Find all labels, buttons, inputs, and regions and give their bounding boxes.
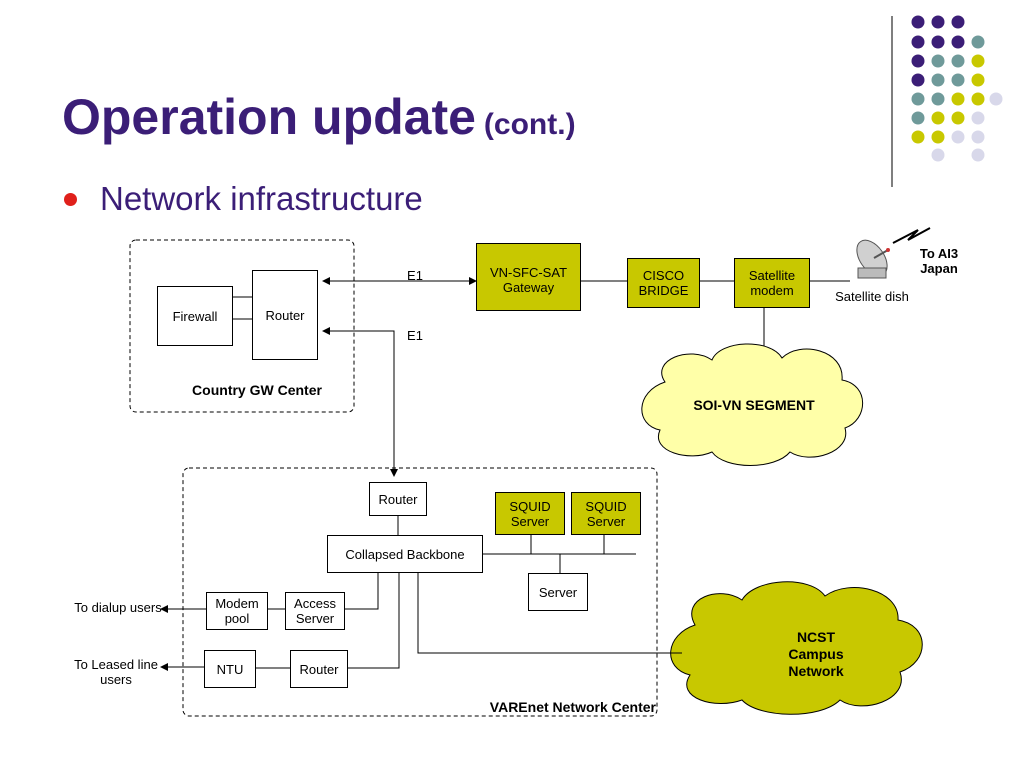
ncst-label: NCST Campus Network xyxy=(788,629,844,679)
country-gw-label: Country GW Center xyxy=(192,382,322,398)
router-varenet-bottom-box: Router xyxy=(290,650,348,688)
satellite-dish-label: Satellite dish xyxy=(835,289,909,304)
e1-bottom-label: E1 xyxy=(407,328,423,343)
soi-vn-label: SOI-VN SEGMENT xyxy=(693,397,815,413)
lightning-bolt-icon xyxy=(892,227,931,244)
collapsed-backbone-box: Collapsed Backbone xyxy=(327,535,483,573)
to-dialup-label: To dialup users xyxy=(74,600,162,615)
varenet-group xyxy=(182,467,658,717)
country-gw-group xyxy=(129,239,355,413)
vn-sfc-sat-gateway-box: VN-SFC-SAT Gateway xyxy=(476,243,581,311)
firewall-box: Firewall xyxy=(157,286,233,346)
e1-top-label: E1 xyxy=(407,268,423,283)
bullet-dot-icon xyxy=(64,193,77,206)
modem-pool-box: Modem pool xyxy=(206,592,268,630)
ntu-box: NTU xyxy=(204,650,256,688)
satellite-modem-box: Satellite modem xyxy=(734,258,810,308)
router-gw-box: Router xyxy=(252,270,318,360)
decorative-dot-grid xyxy=(911,15,1003,162)
to-ai3-label: To AI3 Japan xyxy=(919,246,959,276)
squid-server-1-box: SQUID Server xyxy=(495,492,565,535)
server-box: Server xyxy=(528,573,588,611)
cisco-bridge-box: CISCO BRIDGE xyxy=(627,258,700,308)
soi-vn-cloud xyxy=(641,343,864,466)
page-title: Operation update(cont.) xyxy=(62,88,576,146)
squid-server-2-box: SQUID Server xyxy=(571,492,641,535)
bullet-text: Network infrastructure xyxy=(100,180,423,217)
access-server-box: Access Server xyxy=(285,592,345,630)
router-varenet-top-box: Router xyxy=(369,482,427,516)
varenet-label: VAREnet Network Center xyxy=(489,699,656,715)
to-leased-label: To Leased line users xyxy=(74,657,158,687)
title-main: Operation update xyxy=(62,89,476,145)
e1-bottom-link xyxy=(322,327,398,477)
satellite-dish-icon xyxy=(856,239,890,279)
ncst-cloud xyxy=(670,581,923,715)
title-suffix: (cont.) xyxy=(483,108,576,141)
